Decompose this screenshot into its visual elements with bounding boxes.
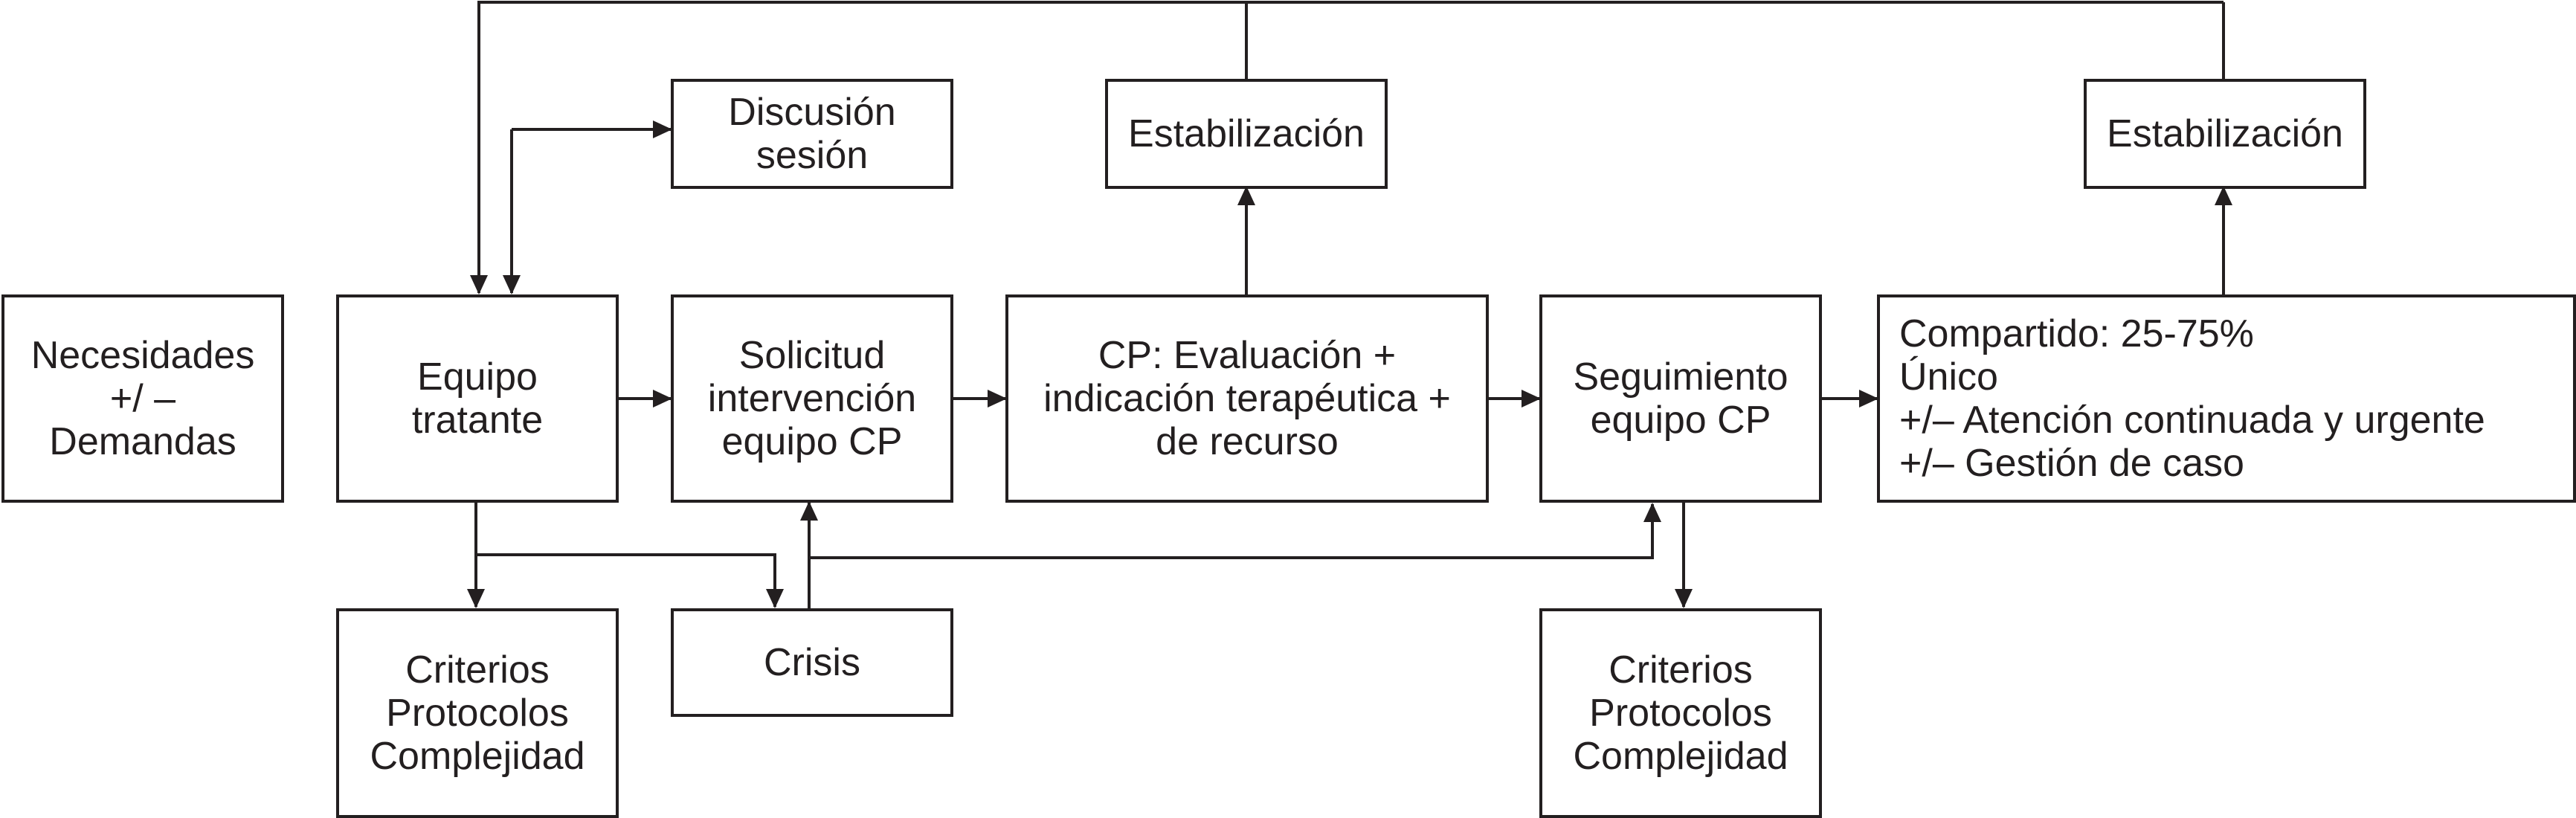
necesidades-line-1: Necesidades <box>30 334 255 377</box>
seguimiento-box: Seguimiento equipo CP <box>1539 294 1822 503</box>
compartido-box: Compartido: 25-75% Único +/– Atención co… <box>1877 294 2576 503</box>
crisis-box: Crisis <box>671 608 953 717</box>
compartido-line-4: +/– Gestión de caso <box>1899 442 2244 485</box>
evaluacion-line-3: de recurso <box>1156 420 1339 463</box>
estabilizacion-2-label: Estabilización <box>2107 112 2343 155</box>
necesidades-box: Necesidades +/ – Demandas <box>1 294 284 503</box>
equipo-tratante-line-1: Equipo <box>417 355 538 399</box>
necesidades-line-3: Demandas <box>49 420 236 463</box>
evaluacion-line-2: indicación terapéutica + <box>1043 377 1451 420</box>
solicitud-box: Solicitud intervención equipo CP <box>671 294 953 503</box>
criterios-2-line-3: Complejidad <box>1573 735 1788 778</box>
criterios-2-line-1: Criterios <box>1609 648 1753 692</box>
solicitud-line-3: equipo CP <box>721 420 903 463</box>
equipo-tratante-line-2: tratante <box>411 399 544 442</box>
solicitud-line-2: intervención <box>707 377 917 420</box>
criterios-box-2: Criterios Protocolos Complejidad <box>1539 608 1822 818</box>
discusion-box: Discusión sesión <box>671 79 953 189</box>
seguimiento-line-1: Seguimiento <box>1573 355 1788 399</box>
seguimiento-line-2: equipo CP <box>1590 399 1771 442</box>
compartido-line-3: +/– Atención continuada y urgente <box>1899 399 2485 442</box>
criterios-box-1: Criterios Protocolos Complejidad <box>336 608 619 818</box>
feedback-loop-to-equipo <box>470 1 1248 294</box>
estabilizacion-box-1: Estabilización <box>1105 79 1388 189</box>
evaluacion-line-1: CP: Evaluación + <box>1098 334 1397 377</box>
discusion-line-1: Discusión <box>728 91 896 134</box>
compartido-line-2: Único <box>1899 355 1998 399</box>
estabilizacion-box-2: Estabilización <box>2084 79 2366 189</box>
estabilizacion-1-label: Estabilización <box>1128 112 1365 155</box>
criterios-2-line-2: Protocolos <box>1589 692 1772 735</box>
necesidades-line-2: +/ – <box>109 377 176 420</box>
evaluacion-box: CP: Evaluación + indicación terapéutica … <box>1005 294 1489 503</box>
crisis-label: Crisis <box>764 641 860 684</box>
criterios-1-line-2: Protocolos <box>386 692 569 735</box>
criterios-1-line-1: Criterios <box>405 648 550 692</box>
discusion-line-2: sesión <box>756 134 869 177</box>
equipo-tratante-box: Equipo tratante <box>336 294 619 503</box>
arrow-equipo-to-crisis <box>476 553 784 608</box>
compartido-line-1: Compartido: 25-75% <box>1899 312 2254 355</box>
arrow-crisis-to-seguimiento <box>809 503 1661 559</box>
criterios-1-line-3: Complejidad <box>370 735 585 778</box>
solicitud-line-1: Solicitud <box>738 334 886 377</box>
